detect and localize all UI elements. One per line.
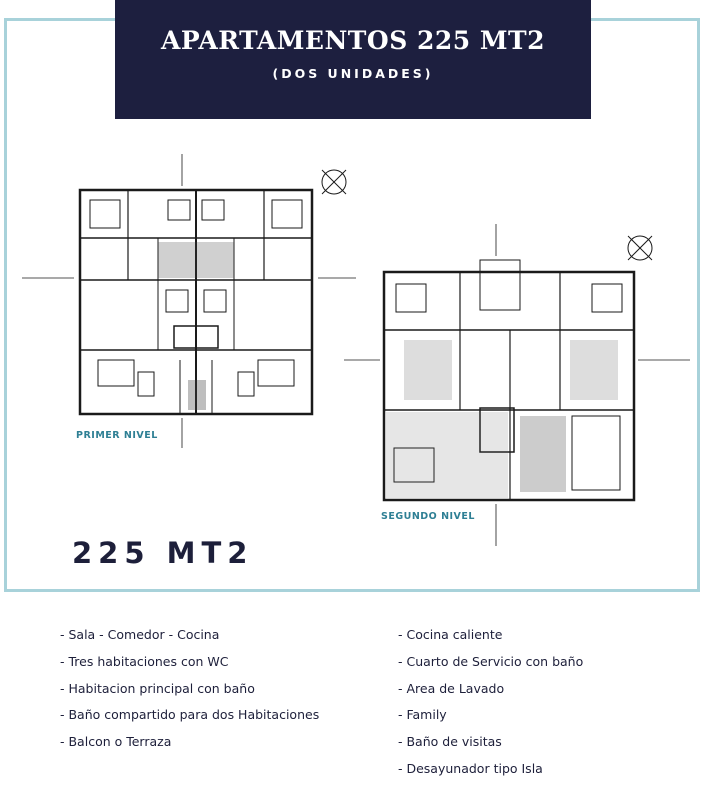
feature-item: - Cocina caliente: [398, 627, 503, 642]
page-title: APARTAMENTOS 225 MT2: [160, 26, 546, 55]
area-size: 225 MT2: [72, 536, 254, 570]
title-banner: APARTAMENTOS 225 MT2 (DOS UNIDADES): [115, 0, 591, 119]
feature-item: - Baño de visitas: [398, 734, 502, 750]
feature-item: - Family: [398, 707, 447, 723]
features-left-list: - Sala - Comedor - Cocina - Tres habitac…: [60, 627, 319, 761]
feature-item: - Habitacion principal con baño: [60, 680, 255, 696]
second-floor-label: SEGUNDO NIVEL: [381, 511, 475, 522]
feature-item: - Balcon o Terraza: [60, 734, 172, 750]
first-floor-label: PRIMER NIVEL: [76, 430, 158, 441]
second-floor-plan: [344, 224, 690, 546]
features-right-list: - Cocina caliente - Cuarto de Servicio c…: [398, 627, 583, 788]
feature-item: - Area de Lavado: [398, 680, 505, 696]
first-floor-plan: [22, 154, 356, 448]
feature-item: - Baño compartido para dos Habitaciones: [60, 707, 320, 723]
feature-item: - Tres habitaciones con WC: [60, 653, 229, 669]
feature-item: - Sala - Comedor - Cocina: [60, 627, 220, 642]
page-subtitle: (DOS UNIDADES): [272, 66, 434, 81]
feature-item: - Cuarto de Servicio con baño: [398, 653, 584, 669]
feature-item: - Desayunador tipo Isla: [398, 760, 543, 776]
